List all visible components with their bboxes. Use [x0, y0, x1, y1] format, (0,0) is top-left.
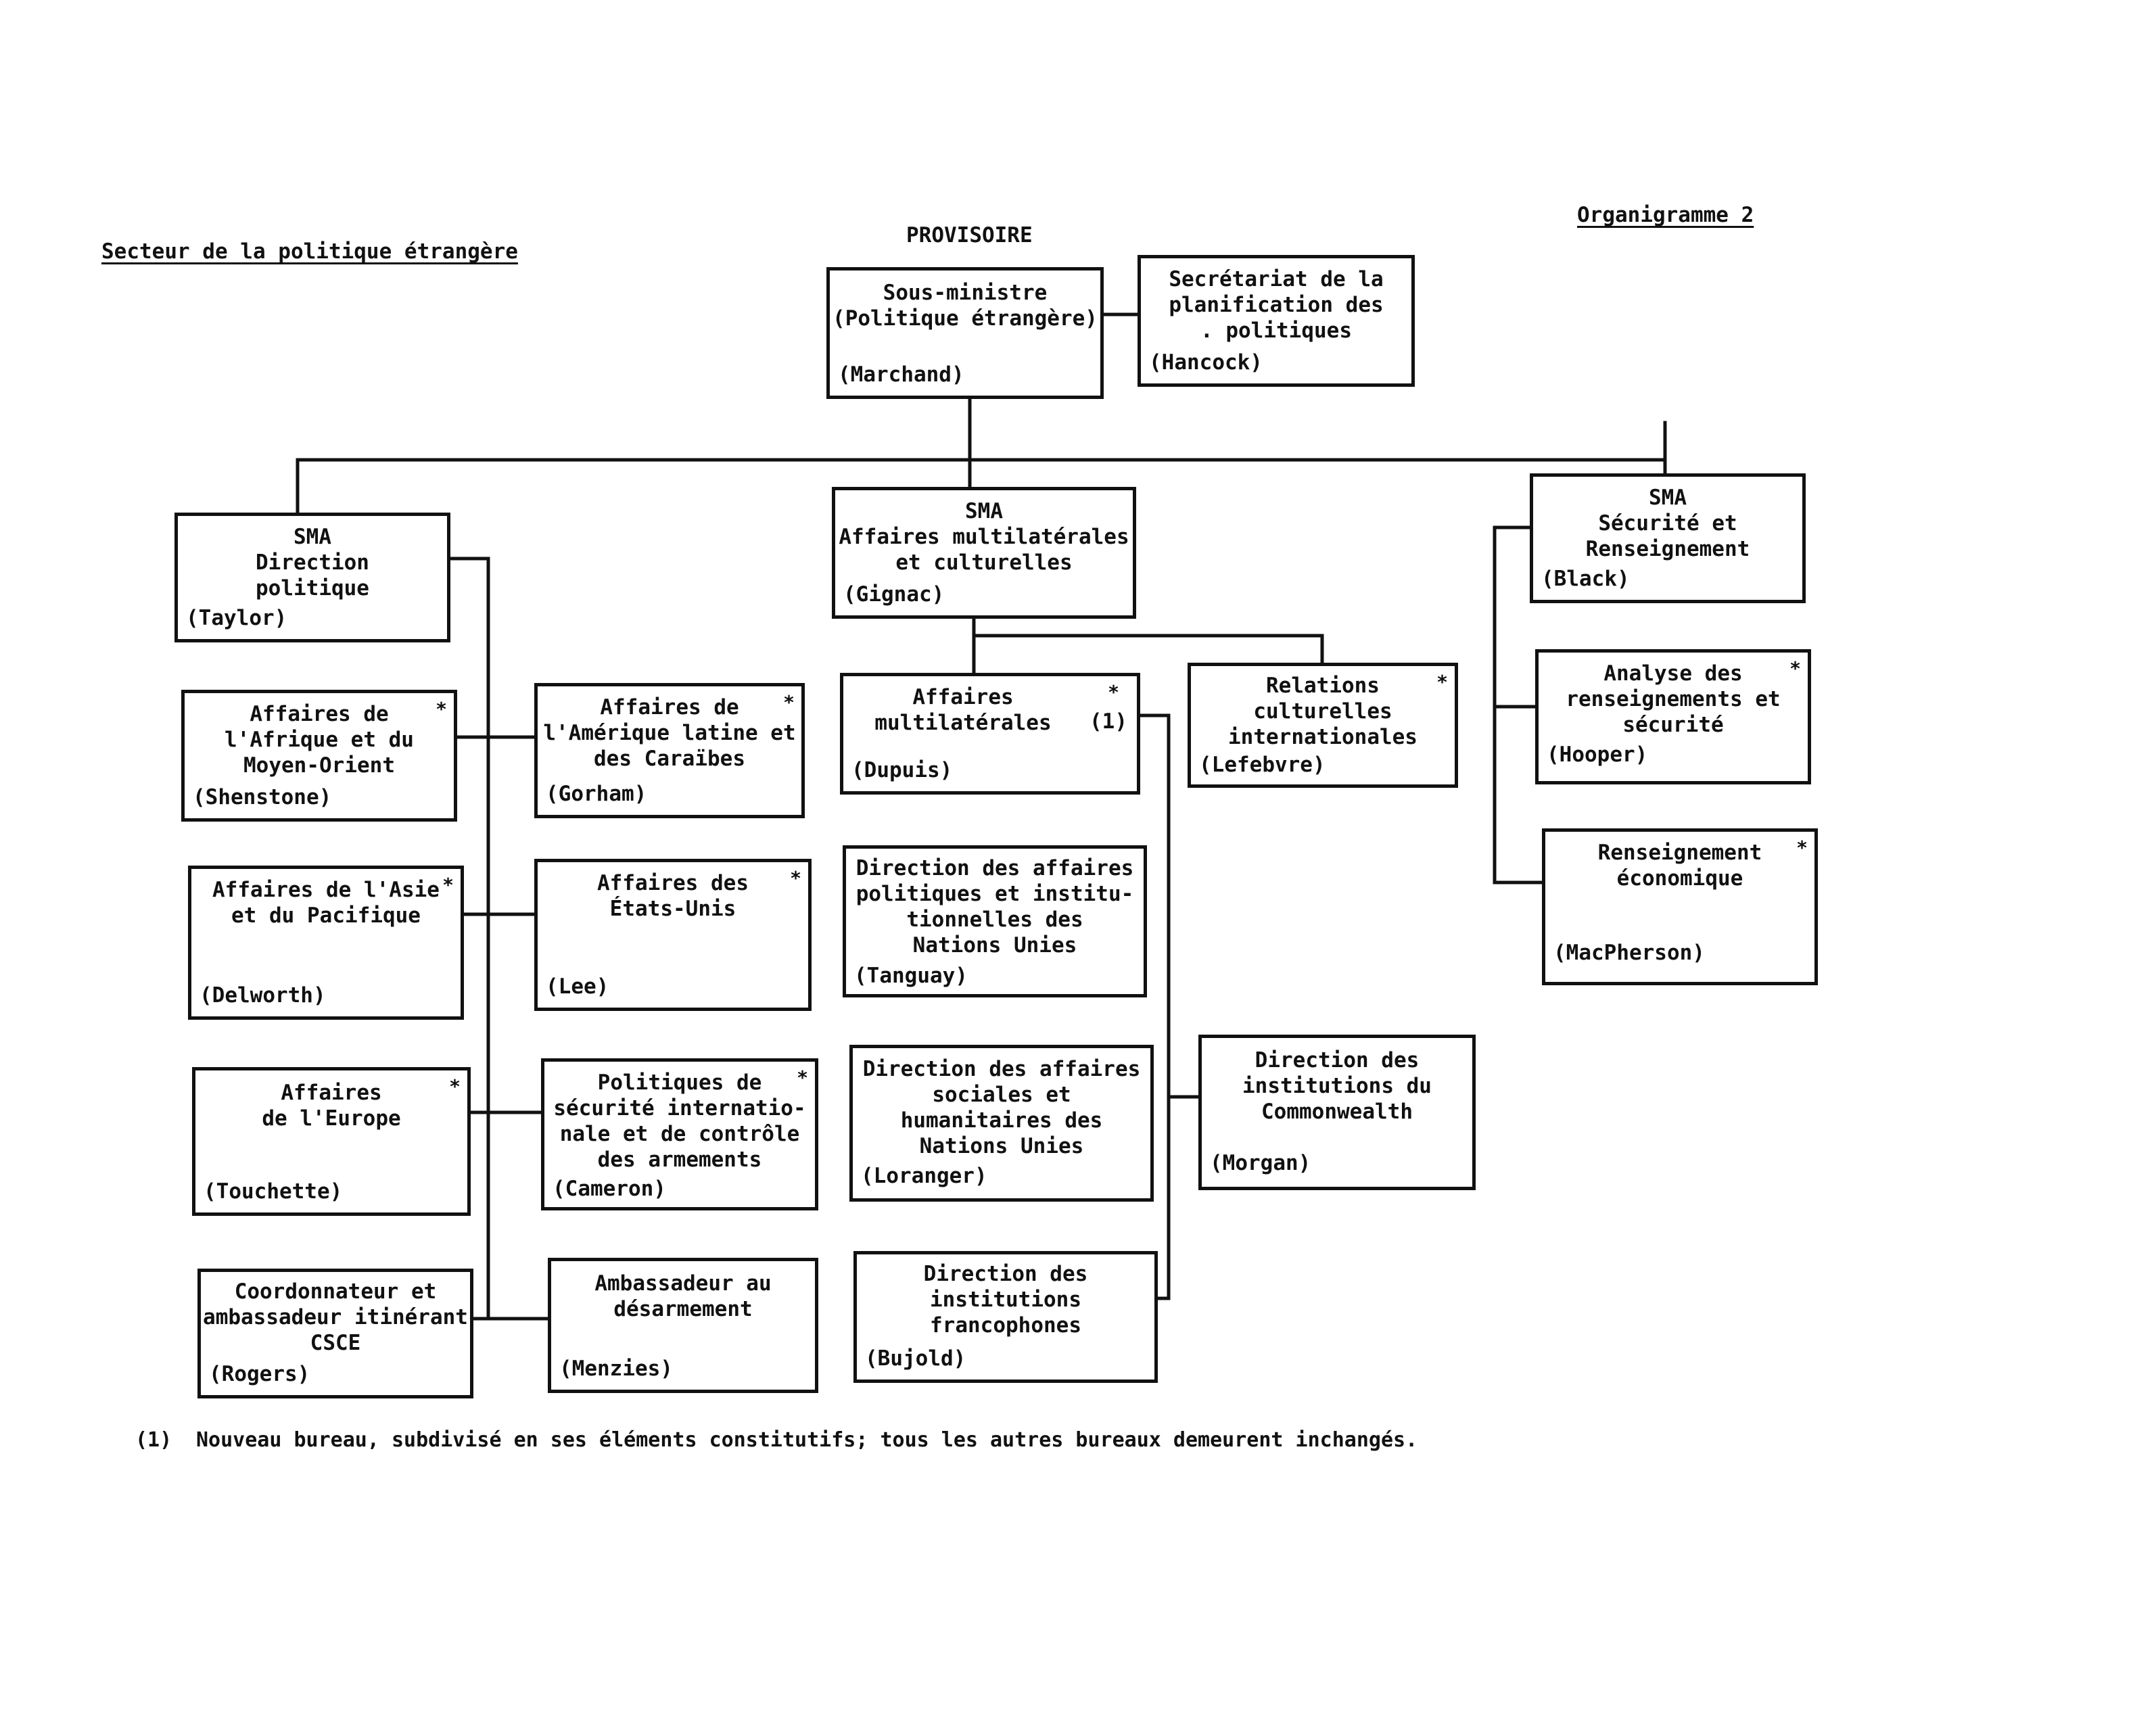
multilateral-affairs-box: Affaires multilatérales (1) (Dupuis) * — [840, 673, 1140, 795]
africa-middle-east-box: Affaires de l'Afrique et du Moyen-Orient… — [181, 690, 457, 822]
box-name: (MacPherson) — [1553, 941, 1705, 965]
box-name: (Dupuis) — [851, 758, 953, 782]
box-name: (Hooper) — [1547, 742, 1648, 767]
star-marker: * — [1108, 681, 1119, 703]
box-name: (Touchette) — [204, 1179, 343, 1204]
disarmament-ambassador-box: Ambassadeur au désarmement (Menzies) — [548, 1258, 818, 1393]
box-name: (Menzies) — [559, 1357, 673, 1381]
box-title: Affaires multilatérales — [874, 685, 1052, 735]
box-name: (Shenstone) — [193, 785, 332, 809]
box-title: SMA Direction politique — [256, 525, 369, 600]
europe-box: Affaires de l'Europe (Touchette) * — [192, 1067, 471, 1216]
star-marker: * — [436, 698, 447, 720]
box-title: Direction des affaires sociales et human… — [862, 1057, 1141, 1158]
box-name: (Rogers) — [209, 1362, 310, 1386]
box-title: SMA Affaires multilatérales et culturell… — [839, 499, 1129, 575]
deputy-minister-box: Sous-ministre (Politique étrangère) (Mar… — [826, 267, 1104, 399]
united-states-box: Affaires des États-Unis (Lee) * — [534, 859, 812, 1011]
box-name: (Lee) — [546, 974, 609, 999]
box-title: Affaires de l'Europe — [262, 1081, 401, 1131]
box-title: Affaires de l'Afrique et du Moyen-Orient — [225, 702, 414, 778]
box-title: Relations culturelles internationales — [1228, 674, 1417, 749]
star-marker: * — [1789, 657, 1801, 680]
box-name: (Gorham) — [546, 782, 647, 806]
box-name: (Morgan) — [1210, 1151, 1311, 1175]
box-name: (Cameron) — [553, 1177, 666, 1201]
sector-title: Secteur de la politique étrangère — [101, 239, 518, 264]
footnote-number: (1) — [135, 1428, 172, 1452]
star-marker: * — [449, 1075, 461, 1098]
box-name: (Hancock) — [1149, 350, 1263, 375]
box-name: (Taylor) — [186, 606, 287, 630]
star-marker: * — [797, 1066, 808, 1089]
box-title: Politiques de sécurité internatio- nale … — [553, 1070, 806, 1172]
box-name: (Lefebvre) — [1199, 753, 1326, 777]
status-label: PROVISOIRE — [906, 223, 1033, 247]
adm-multilateral-box: SMA Affaires multilatérales et culturell… — [832, 487, 1136, 619]
box-title: Analyse des renseignements et sécurité — [1566, 661, 1781, 737]
un-social-affairs-box: Direction des affaires sociales et human… — [849, 1045, 1154, 1202]
star-marker: * — [442, 874, 454, 896]
box-title: Affaires des États-Unis — [597, 871, 749, 921]
francophone-institutions-box: Direction des institutions francophones … — [853, 1251, 1158, 1383]
box-title: Affaires de l'Amérique latine et des Car… — [543, 695, 796, 771]
box-title: Direction des affaires politiques et ins… — [856, 856, 1134, 958]
box-title: SMA Sécurité et Renseignement — [1585, 486, 1750, 561]
box-title: Direction des institutions francophones — [923, 1262, 1088, 1338]
adm-political-box: SMA Direction politique (Taylor) — [174, 513, 450, 642]
box-name: (Delworth) — [200, 983, 326, 1008]
intelligence-analysis-box: Analyse des renseignements et sécurité (… — [1535, 649, 1811, 784]
security-arms-control-box: Politiques de sécurité internatio- nale … — [541, 1058, 818, 1210]
box-title: Direction des institutions du Commonweal… — [1242, 1048, 1432, 1124]
box-name: (Black) — [1541, 567, 1630, 591]
box-name: (Tanguay) — [854, 964, 968, 988]
star-marker: * — [790, 867, 801, 889]
box-title: Coordonnateur et ambassadeur itinérant C… — [203, 1279, 468, 1355]
adm-security-box: SMA Sécurité et Renseignement (Black) — [1530, 473, 1806, 603]
footnote-text: Nouveau bureau, subdivisé en ses élément… — [196, 1428, 1418, 1452]
box-title: Ambassadeur au désarmement — [594, 1271, 772, 1321]
box-title: Secrétariat de la planification des . po… — [1169, 267, 1384, 343]
box-name: (Bujold) — [865, 1346, 966, 1371]
box-name: (Marchand) — [838, 362, 964, 387]
latin-america-caribbean-box: Affaires de l'Amérique latine et des Car… — [534, 683, 805, 818]
box-title: Renseignement économique — [1597, 841, 1762, 891]
chart-id: Organigramme 2 — [1577, 203, 1754, 227]
cultural-relations-box: Relations culturelles internationales (L… — [1188, 663, 1458, 788]
commonwealth-institutions-box: Direction des institutions du Commonweal… — [1198, 1035, 1476, 1190]
star-marker: * — [1436, 671, 1448, 693]
asia-pacific-box: Affaires de l'Asie et du Pacifique (Delw… — [188, 866, 464, 1020]
box-title: Sous-ministre (Politique étrangère) — [833, 281, 1098, 331]
star-marker: * — [783, 691, 795, 713]
footnote-ref: (1) — [1089, 709, 1127, 734]
un-political-affairs-box: Direction des affaires politiques et ins… — [843, 845, 1147, 997]
star-marker: * — [1796, 836, 1808, 859]
box-title: Affaires de l'Asie et du Pacifique — [212, 878, 440, 928]
planning-secretariat-box: Secrétariat de la planification des . po… — [1138, 255, 1415, 387]
economic-intelligence-box: Renseignement économique (MacPherson) * — [1542, 828, 1818, 985]
csce-coordinator-box: Coordonnateur et ambassadeur itinérant C… — [197, 1269, 473, 1398]
box-name: (Loranger) — [861, 1164, 987, 1188]
box-name: (Gignac) — [843, 582, 945, 607]
